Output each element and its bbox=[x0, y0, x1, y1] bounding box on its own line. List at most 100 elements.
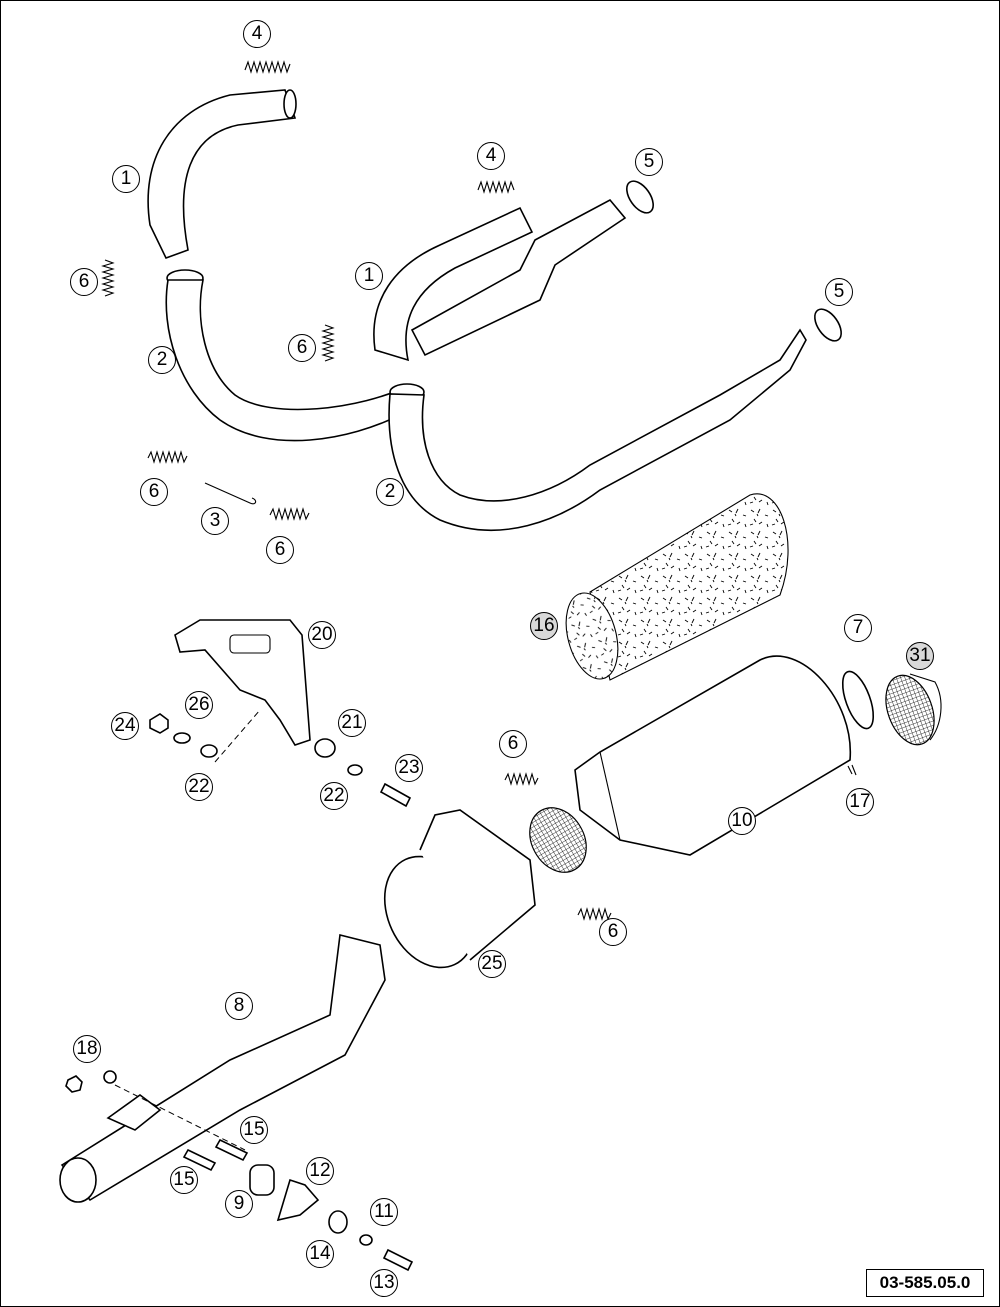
header-pipe-2-right bbox=[388, 328, 807, 532]
link-pipe-8 bbox=[59, 934, 386, 1203]
spring-6-c bbox=[147, 450, 188, 464]
callout-4: 4 bbox=[477, 142, 505, 170]
callout-1: 1 bbox=[355, 262, 383, 290]
callout-7: 7 bbox=[844, 614, 872, 642]
callout-6: 6 bbox=[70, 268, 98, 296]
callout-16: 17 bbox=[846, 788, 874, 816]
callout-2: 2 bbox=[376, 478, 404, 506]
callout-label: 8 bbox=[233, 995, 245, 1016]
callout-26: 26 bbox=[185, 691, 213, 719]
callout-label: 10 bbox=[731, 810, 753, 831]
callout-2: 2 bbox=[148, 346, 176, 374]
callout-label: 3 bbox=[209, 510, 221, 531]
callout-label: 23 bbox=[398, 757, 420, 778]
nut-17-a bbox=[65, 1075, 83, 1093]
wire-3 bbox=[204, 482, 257, 505]
callout-label: 25 bbox=[481, 953, 503, 974]
callout-label: 13 bbox=[373, 1272, 395, 1293]
callout-23: 23 bbox=[395, 754, 423, 782]
washer-26 bbox=[173, 732, 191, 744]
callout-12: 12 bbox=[306, 1157, 334, 1185]
clamp-25 bbox=[383, 809, 536, 969]
spring-4-mid bbox=[477, 180, 515, 194]
hardware-parts bbox=[149, 713, 412, 808]
header-pipe-2-left bbox=[165, 269, 412, 442]
callout-label: 31 bbox=[909, 645, 931, 666]
callout-label: 9 bbox=[233, 1193, 245, 1214]
callout-6: 6 bbox=[499, 730, 527, 758]
pin-16 bbox=[851, 764, 857, 776]
callout-label: 22 bbox=[323, 785, 345, 806]
callout-5: 5 bbox=[825, 278, 853, 306]
callout-10: 10 bbox=[728, 807, 756, 835]
callout-6: 6 bbox=[288, 334, 316, 362]
callout-label: 1 bbox=[120, 168, 132, 189]
callout-label: 6 bbox=[296, 337, 308, 358]
callout-label: 5 bbox=[833, 281, 845, 302]
callout-label: 6 bbox=[607, 921, 619, 942]
clamp-5-upper bbox=[626, 180, 654, 214]
callout-label: 18 bbox=[76, 1038, 98, 1059]
bushing-22-a bbox=[200, 744, 218, 758]
pipe-dash-line bbox=[114, 1084, 246, 1151]
callout-6: 6 bbox=[599, 918, 627, 946]
callout-label: 20 bbox=[311, 624, 333, 645]
callout-label: 12 bbox=[309, 1160, 331, 1181]
bolt-23 bbox=[379, 782, 412, 808]
callout-label: 4 bbox=[251, 23, 263, 44]
bracket-dash-line bbox=[214, 709, 261, 763]
bolt-18 bbox=[382, 1248, 414, 1272]
callout-9: 9 bbox=[225, 1190, 253, 1218]
callout-label: 6 bbox=[148, 481, 160, 502]
rubber-14 bbox=[328, 1210, 348, 1234]
callout-label: 24 bbox=[114, 715, 136, 736]
callout-22: 22 bbox=[185, 773, 213, 801]
callout-label: 7 bbox=[852, 617, 864, 638]
callout-label: 16 bbox=[533, 615, 555, 636]
spring-6-d bbox=[269, 507, 310, 521]
callout-label: 26 bbox=[188, 694, 210, 715]
clamp-5-lower bbox=[814, 308, 842, 342]
spacer-9 bbox=[249, 1164, 275, 1196]
callout-label: 1 bbox=[363, 265, 375, 286]
rubber-21 bbox=[314, 738, 336, 758]
end-cap-31 bbox=[885, 673, 942, 746]
bolt-15-a bbox=[182, 1148, 217, 1172]
callout-label: 6 bbox=[78, 271, 90, 292]
callout-label: 2 bbox=[384, 481, 396, 502]
callout-24: 24 bbox=[111, 712, 139, 740]
callout-14: 14 bbox=[306, 1240, 334, 1268]
spring-6-b bbox=[321, 324, 335, 362]
callout-label: 15 bbox=[173, 1169, 195, 1190]
callout-25: 25 bbox=[478, 950, 506, 978]
callout-21: 21 bbox=[338, 709, 366, 737]
callout-label: 6 bbox=[507, 733, 519, 754]
bracket-12 bbox=[276, 1178, 320, 1222]
lower-hardware bbox=[65, 764, 857, 1272]
callout-8: 8 bbox=[225, 992, 253, 1020]
washer-11 bbox=[359, 1234, 373, 1246]
callout-label: 21 bbox=[341, 712, 363, 733]
callout-22: 22 bbox=[320, 782, 348, 810]
spring-4-top bbox=[244, 60, 291, 74]
bracket-20 bbox=[174, 619, 311, 746]
bolt-15-b bbox=[214, 1138, 249, 1162]
callout-11: 11 bbox=[370, 1198, 398, 1226]
callout-6: 6 bbox=[140, 478, 168, 506]
spring-6-a bbox=[101, 259, 115, 297]
callout-18: 13 bbox=[370, 1269, 398, 1297]
nut-24 bbox=[149, 713, 169, 734]
callout-15: 15 bbox=[170, 1166, 198, 1194]
callout-label: 2 bbox=[156, 349, 168, 370]
callout-6: 6 bbox=[266, 536, 294, 564]
callout-5: 5 bbox=[635, 148, 663, 176]
callout-label: 5 bbox=[643, 151, 655, 172]
callout-label: 14 bbox=[309, 1243, 331, 1264]
washer-22-b bbox=[347, 764, 363, 776]
callout-15: 15 bbox=[240, 1116, 268, 1144]
header-pipe-1-right bbox=[373, 198, 627, 362]
reference-code: 03-585.05.0 bbox=[866, 1269, 984, 1297]
nut-17-b bbox=[103, 1070, 117, 1084]
